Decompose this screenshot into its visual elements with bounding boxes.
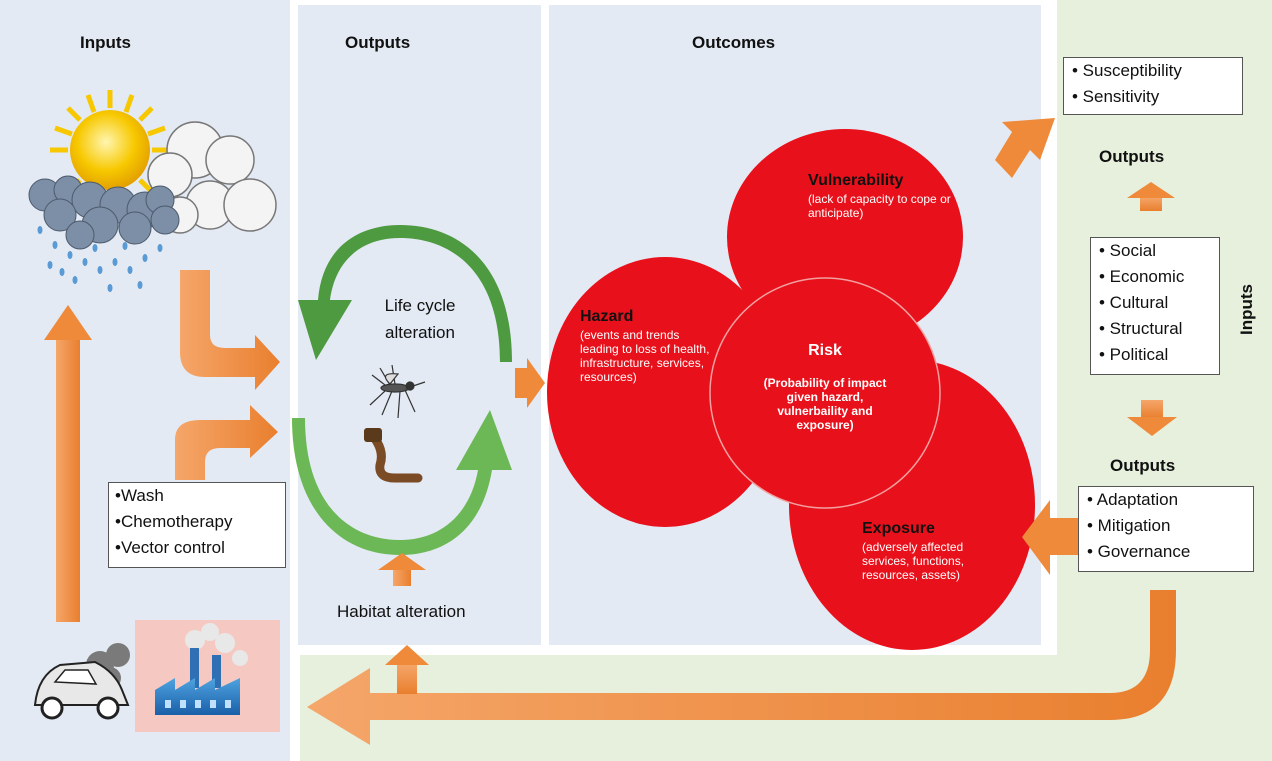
factors-down-arrow (1127, 400, 1177, 436)
exposure-text: Exposure (adversely affected services, f… (862, 518, 992, 582)
responses-to-outcomes-arrow (1022, 500, 1078, 575)
factor-item: • Social (1099, 241, 1156, 260)
hazard-text: Hazard (events and trends leading to los… (580, 306, 710, 384)
sun-cloud-rain-icon (28, 90, 277, 292)
susceptibility-item: • Susceptibility (1072, 61, 1182, 80)
outputs-heading-right-bottom: Outputs (1110, 456, 1176, 475)
factor-item: • Cultural (1099, 293, 1169, 312)
responses-box: • Adaptation • Mitigation • Governance (1078, 486, 1254, 572)
response-item: • Adaptation (1087, 490, 1179, 509)
outputs-to-outcomes-arrow (515, 358, 545, 408)
habitat-alteration-label: Habitat alteration (337, 602, 466, 621)
factor-item: • Structural (1099, 319, 1183, 338)
exposure-description: (adversely affected services, functions,… (862, 540, 965, 582)
risk-description: (Probability of impact given hazard, vul… (763, 376, 887, 432)
response-item: • Mitigation (1087, 516, 1171, 535)
hazard-title: Hazard (580, 308, 634, 325)
habitat-up-arrow (378, 553, 426, 586)
exposure-title: Exposure (862, 520, 935, 537)
intervention-item: •Vector control (115, 538, 225, 557)
interventions-box: •Wash •Chemotherapy •Vector control (108, 482, 286, 568)
larva-icon (364, 428, 423, 483)
hazard-description: (events and trends leading to loss of he… (580, 328, 710, 384)
mosquito-icon (369, 364, 426, 419)
hazard-blob (547, 257, 783, 527)
inputs-heading: Inputs (80, 33, 131, 52)
factor-item: • Political (1099, 345, 1169, 364)
outputs-heading: Outputs (345, 33, 411, 52)
sensitivity-item: • Sensitivity (1072, 87, 1160, 106)
factory-icon (135, 620, 280, 732)
bottom-return-arrow (307, 590, 1176, 745)
car-icon (33, 643, 130, 720)
susceptibility-to-outcomes-arrow (995, 118, 1055, 178)
factor-item: • Economic (1099, 267, 1185, 286)
intervention-item: •Chemotherapy (115, 512, 233, 531)
weather-to-outputs-arrow (180, 270, 280, 390)
life-cycle-label-line2: alteration (385, 323, 455, 342)
outputs-heading-right-top: Outputs (1099, 147, 1165, 166)
factors-up-arrow (1127, 182, 1175, 211)
risk-title: Risk (808, 342, 842, 359)
inputs-vertical-label: Inputs (1237, 284, 1256, 335)
risk-circle (709, 277, 941, 509)
vulnerability-title: Vulnerability (808, 172, 904, 189)
life-cycle-arrows (292, 225, 512, 555)
risk-text: Risk (Probability of impact given hazard… (755, 340, 895, 432)
life-cycle-label: Life cycle alteration (370, 292, 470, 346)
outcomes-heading: Outcomes (692, 33, 776, 52)
bottom-up-arrow (385, 645, 429, 694)
vulnerability-description: (lack of capacity to cope or anticipate) (808, 192, 951, 220)
interventions-to-outputs-arrow (175, 405, 278, 480)
life-cycle-label-line1: Life cycle (384, 296, 456, 315)
factors-box: • Social • Economic • Cultural • Structu… (1090, 237, 1220, 375)
response-item: • Governance (1087, 542, 1191, 561)
susceptibility-box: • Susceptibility • Sensitivity (1063, 57, 1243, 115)
intervention-item: •Wash (115, 486, 164, 505)
vulnerability-text: Vulnerability (lack of capacity to cope … (808, 170, 973, 220)
left-up-arrow (44, 305, 92, 622)
